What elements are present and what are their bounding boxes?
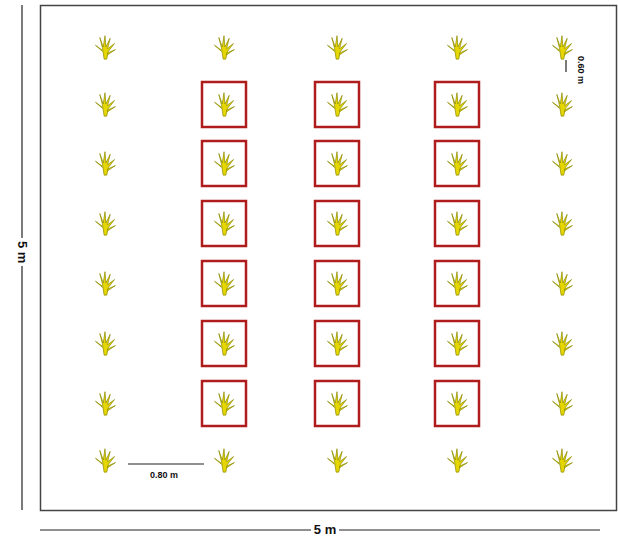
sample-square [435,82,479,127]
sample-square [202,201,246,246]
plant-icon [327,392,347,415]
plant-icon [95,152,115,175]
dimension-label: 5 m [15,238,29,266]
sample-square [435,141,479,186]
plant-icon [214,212,234,235]
sample-square [315,82,359,127]
plant-icon [327,212,347,235]
sample-square [435,381,479,426]
plant-icon [214,332,234,355]
plant-icon [552,272,572,295]
plant-icon [327,449,347,472]
sample-square [435,321,479,366]
sample-square [202,381,246,426]
plant-icon [327,332,347,355]
sample-square [315,201,359,246]
plant-icon [552,212,572,235]
sample-square [315,321,359,366]
spacing-line [128,463,204,464]
sample-square [202,141,246,186]
plant-icon [447,332,467,355]
plant-icon [95,272,115,295]
sample-square [315,141,359,186]
plant-icon [447,93,467,116]
plant-icon [95,392,115,415]
plant-icon [552,36,572,59]
plant-icon [447,212,467,235]
plant-icon [552,392,572,415]
plant-icon [327,152,347,175]
spacing-line [565,60,566,72]
plant-icon [447,392,467,415]
plant-icon [214,93,234,116]
plant-icon [447,152,467,175]
sample-square [435,201,479,246]
plant-icon [95,36,115,59]
plant-icon [214,152,234,175]
plant-icon [327,36,347,59]
plant-icon [327,93,347,116]
plant-icon [214,392,234,415]
plant-icon [552,449,572,472]
spacing-label: 0.60 m [575,53,585,87]
sample-square [315,381,359,426]
plant-icon [214,449,234,472]
plant-icon [327,272,347,295]
sample-square [435,261,479,306]
plant-icon [95,332,115,355]
plant-icon [214,36,234,59]
sample-square [202,82,246,127]
dimension-label: 5 m [311,523,339,537]
sample-square [315,261,359,306]
plant-icon [552,152,572,175]
plant-icon [95,212,115,235]
plant-icon [447,36,467,59]
sample-square [202,261,246,306]
plot-border [41,6,617,511]
plant-icon [95,449,115,472]
plant-icon [214,272,234,295]
spacing-label: 0.80 m [147,471,181,481]
plant-icon [447,272,467,295]
plant-icon [95,93,115,116]
plant-icon [552,332,572,355]
plant-icon [552,93,572,116]
sample-square [202,321,246,366]
plant-icon [447,449,467,472]
